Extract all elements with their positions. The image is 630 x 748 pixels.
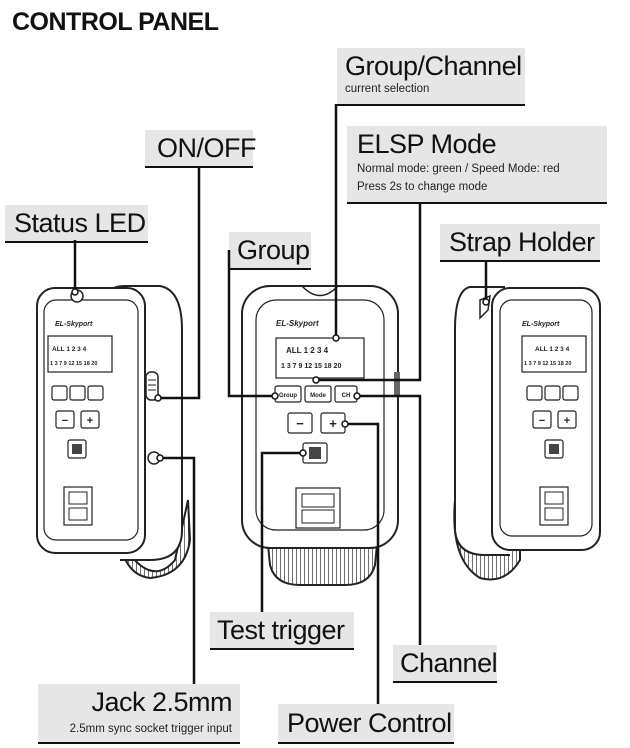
device-left-hotshoe-top bbox=[68, 491, 88, 505]
device-right-brand: EL-Skyport bbox=[522, 321, 560, 328]
callout-power-control: Power Control bbox=[278, 704, 454, 744]
callout-power-control-label: Power Control bbox=[287, 708, 452, 738]
callout-strap-holder: Strap Holder bbox=[440, 224, 600, 262]
endpoint-power-control bbox=[341, 420, 349, 428]
leader-jack bbox=[160, 456, 196, 684]
device-left-group-button[interactable] bbox=[51, 385, 68, 401]
callout-elsp-mode-sub2: Press 2s to change mode bbox=[357, 181, 488, 193]
on-off-switch[interactable] bbox=[145, 371, 159, 401]
device-right-lcd-row1: ALL 1 2 3 4 bbox=[535, 346, 570, 353]
callout-status-led: Status LED bbox=[5, 205, 148, 243]
device-left: EL-Skyport ALL 1 2 3 4 1 3 7 9 12 15 18 … bbox=[36, 285, 192, 580]
device-right-lcd-row2: 1 3 7 9 12 15 18 20 bbox=[524, 361, 571, 367]
device-left-hotshoe-bottom bbox=[68, 507, 88, 521]
endpoint-elsp-mode bbox=[312, 376, 320, 384]
device-center-side-switch bbox=[394, 372, 400, 396]
callout-test-trigger: Test trigger bbox=[210, 612, 354, 650]
callout-jack: Jack 2.5mm 2.5mm sync socket trigger inp… bbox=[38, 684, 240, 744]
device-right-face-inner bbox=[499, 299, 593, 537]
device-right-plus-glyph: + bbox=[564, 415, 570, 427]
callout-elsp-mode-label: ELSP Mode bbox=[357, 129, 497, 159]
callout-group-channel-sub: current selection bbox=[345, 83, 430, 95]
device-right-plus-button[interactable] bbox=[557, 410, 577, 429]
callout-on-off-label: ON/OFF bbox=[157, 133, 257, 163]
leader-elsp-mode bbox=[316, 202, 422, 382]
endpoint-on-off bbox=[154, 394, 162, 402]
callout-group-label: Group bbox=[237, 235, 310, 265]
endpoint-group-channel bbox=[332, 334, 340, 342]
device-left-minus-button[interactable] bbox=[55, 410, 75, 429]
callout-jack-label: Jack 2.5mm bbox=[91, 687, 232, 717]
device-right-minus-button[interactable] bbox=[532, 410, 552, 429]
device-right-group-button[interactable] bbox=[526, 385, 543, 401]
callout-group: Group bbox=[229, 232, 311, 270]
callout-status-led-label: Status LED bbox=[14, 208, 146, 238]
device-right-lcd bbox=[521, 335, 587, 373]
callout-jack-sub: 2.5mm sync socket trigger input bbox=[69, 723, 232, 735]
endpoint-jack bbox=[156, 454, 164, 462]
dial-knurl bbox=[119, 499, 192, 580]
channel-button-label: CH bbox=[342, 393, 351, 399]
device-left-lcd bbox=[47, 335, 113, 373]
page-title: CONTROL PANEL bbox=[12, 8, 219, 36]
plus-button-label: + bbox=[329, 416, 337, 431]
device-center-lcd-row1: ALL 1 2 3 4 bbox=[286, 346, 329, 355]
device-left-lcd-row2: 1 3 7 9 12 15 18 20 bbox=[50, 361, 97, 367]
leader-on-off bbox=[158, 166, 201, 400]
minus-button[interactable] bbox=[287, 412, 313, 434]
test-trigger-button-center bbox=[309, 447, 321, 459]
endpoint-strap-holder bbox=[482, 298, 490, 306]
callout-group-channel-label: Group/Channel bbox=[345, 51, 522, 81]
device-right-hotshoe-top bbox=[544, 491, 564, 505]
device-center-hotshoe-bottom bbox=[301, 509, 335, 524]
minus-button-label: − bbox=[296, 416, 304, 431]
device-left-plus-glyph: + bbox=[87, 415, 93, 427]
device-right-hotshoe-bottom bbox=[544, 507, 564, 521]
device-center-brand: EL-Skyport bbox=[276, 319, 319, 328]
group-button-label: Group bbox=[279, 393, 297, 399]
device-left-face-inner bbox=[43, 299, 139, 541]
device-center-face-inner bbox=[255, 299, 385, 531]
callout-channel: Channel bbox=[393, 645, 498, 683]
endpoint-status-led bbox=[71, 288, 79, 296]
device-left-test-button-center bbox=[72, 444, 82, 454]
leader-power-control bbox=[345, 422, 380, 704]
endpoint-group bbox=[271, 392, 279, 400]
device-center-hotshoe-top bbox=[301, 493, 335, 508]
leader-lines bbox=[73, 104, 488, 704]
callout-strap-holder-label: Strap Holder bbox=[449, 227, 595, 257]
device-right-ch-button[interactable] bbox=[562, 385, 579, 401]
device-right-mode-button[interactable] bbox=[544, 385, 561, 401]
device-left-ch-button[interactable] bbox=[87, 385, 104, 401]
callout-test-trigger-label: Test trigger bbox=[217, 615, 345, 645]
device-left-plus-button[interactable] bbox=[80, 410, 100, 429]
callout-elsp-mode: ELSP Mode Normal mode: green / Speed Mod… bbox=[347, 126, 607, 204]
device-center: EL-Skyport ALL 1 2 3 4 1 3 7 9 12 15 18 … bbox=[241, 285, 400, 586]
callout-group-channel: Group/Channel current selection bbox=[337, 48, 525, 106]
device-right: EL-Skyport ALL 1 2 3 4 1 3 7 9 12 15 18 … bbox=[453, 286, 601, 581]
mode-button[interactable] bbox=[304, 385, 332, 403]
endpoint-channel bbox=[353, 392, 361, 400]
leader-endpoints bbox=[71, 288, 490, 462]
device-left-minus-glyph: − bbox=[62, 415, 68, 427]
mode-button-label: Mode bbox=[310, 393, 326, 399]
leader-group bbox=[227, 250, 275, 398]
device-center-lcd-row2: 1 3 7 9 12 15 18 20 bbox=[281, 363, 341, 370]
device-center-base bbox=[266, 544, 379, 586]
callout-channel-label: Channel bbox=[400, 648, 498, 678]
device-right-test-button-center bbox=[549, 444, 559, 454]
callout-on-off: ON/OFF bbox=[145, 130, 257, 168]
device-left-mode-button[interactable] bbox=[69, 385, 86, 401]
leader-channel bbox=[357, 394, 422, 645]
callout-elsp-mode-sub1: Normal mode: green / Speed Mode: red bbox=[357, 163, 560, 175]
device-right-minus-glyph: − bbox=[539, 415, 545, 427]
endpoint-test-trigger bbox=[299, 449, 307, 457]
device-left-brand: EL-Skyport bbox=[55, 321, 93, 328]
device-left-lcd-row1: ALL 1 2 3 4 bbox=[52, 346, 87, 353]
group-channel-display bbox=[275, 337, 365, 379]
leader-test-trigger bbox=[260, 451, 303, 612]
